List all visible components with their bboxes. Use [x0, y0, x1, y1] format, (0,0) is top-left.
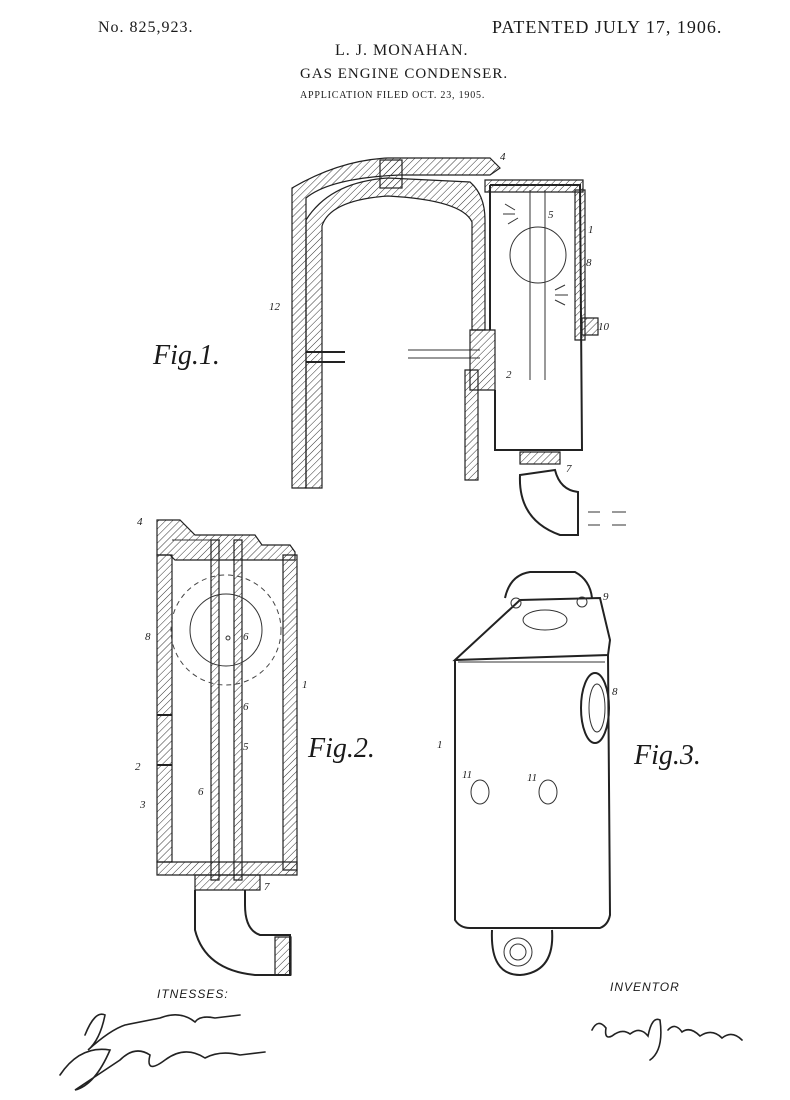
fig3-bolt-hole-right — [576, 596, 588, 608]
fig1-ref-4: 4 — [500, 151, 506, 163]
fig1-flow-arrows — [588, 511, 626, 526]
figure-1-drawing: 4 1 5 8 12 10 2 7 — [269, 151, 626, 536]
fig1-ref-5: 5 — [548, 209, 554, 221]
figure-3-drawing: 9 8 1 11 11 — [437, 571, 618, 977]
fig1-water-tube — [529, 190, 546, 380]
fig1-outlet-elbow — [518, 468, 579, 536]
patented-date: PATENTED JULY 17, 1906. — [492, 17, 723, 37]
figure-2-label: Fig.2. — [308, 733, 375, 764]
application-filed: APPLICATION FILED OCT. 23, 1905. — [300, 90, 486, 101]
fig1-ref-1: 1 — [588, 224, 594, 236]
fig1-port-left — [306, 351, 345, 363]
fig1-port-flange — [469, 329, 496, 391]
fig2-ref-4: 4 — [137, 516, 143, 528]
fig1-spark-plug — [379, 159, 403, 189]
witness-signatures — [59, 1013, 266, 1091]
fig1-spray-lines — [503, 203, 568, 306]
fig2-ref-6-upper: 6 — [243, 631, 249, 643]
fig2-ref-3: 3 — [139, 799, 146, 811]
fig2-ref-7: 7 — [264, 881, 270, 893]
witnesses-label: ITNESSES: — [157, 987, 229, 1001]
fig2-ref-2: 2 — [135, 761, 141, 773]
inventor-label: INVENTOR — [610, 980, 680, 994]
fig2-inlet-port — [157, 714, 172, 766]
fig3-ref-11-left: 11 — [462, 769, 472, 781]
inventor-signature — [591, 1018, 743, 1061]
fig2-housing-right — [282, 554, 298, 871]
fig3-box-top — [452, 596, 612, 662]
fig3-boss-opening — [522, 609, 568, 631]
fig3-box-front — [454, 654, 612, 929]
fig3-outlet-ring — [503, 937, 533, 967]
fig2-outlet-fitting — [194, 874, 261, 891]
fig1-ref-12: 12 — [269, 301, 281, 313]
inventor-name: L. J. MONAHAN. — [335, 42, 469, 59]
patent-number: No. 825,923. — [98, 19, 194, 36]
fig1-condenser-side — [574, 189, 586, 341]
fig2-outlet-elbow — [194, 890, 291, 976]
fig3-ref-1: 1 — [437, 739, 443, 751]
fig2-ref-1: 1 — [302, 679, 308, 691]
fig1-ref-10: 10 — [598, 321, 610, 333]
fig2-housing-left — [156, 554, 173, 863]
fig2-housing-bottom — [156, 861, 298, 876]
fig3-hole-right — [538, 779, 558, 805]
fig3-bottom-outlet — [490, 929, 554, 977]
fig3-ref-11-right: 11 — [527, 772, 537, 784]
fig1-ref-7: 7 — [566, 463, 572, 475]
fig1-port-right — [408, 349, 480, 359]
fig2-spray-circle — [189, 593, 263, 667]
fig2-ref-6-mid: 6 — [243, 701, 249, 713]
fig1-condenser-top — [484, 179, 584, 193]
fig2-tube-left-wall — [210, 539, 220, 881]
fig1-spray-circle — [509, 226, 567, 284]
figure-3-label: Fig.3. — [634, 740, 701, 771]
fig1-outlet-nipple — [519, 451, 561, 465]
fig2-dashed-circle — [170, 574, 282, 686]
fig1-condenser-body — [489, 184, 584, 451]
fig3-side-port-inner — [588, 683, 606, 733]
fig1-ref-8: 8 — [586, 257, 592, 269]
fig1-ref-2: 2 — [506, 369, 512, 381]
fig1-fitting — [581, 317, 599, 336]
fig3-hole-left — [470, 779, 490, 805]
fig2-ref-8: 8 — [145, 631, 151, 643]
fig3-side-port — [580, 672, 610, 744]
fig2-ref-5: 5 — [243, 741, 249, 753]
figure-1-label: Fig.1. — [153, 340, 220, 371]
fig3-outlet-bore — [509, 943, 527, 961]
fig3-bolt-hole-left — [510, 597, 522, 609]
fig2-tube-right-wall — [233, 539, 243, 881]
fig3-ref-8: 8 — [612, 686, 618, 698]
fig2-outlet-thread — [274, 936, 292, 976]
fig1-cylinder-wall — [305, 177, 486, 489]
fig2-spray-hole — [225, 635, 231, 641]
patent-title: GAS ENGINE CONDENSER. — [300, 66, 509, 82]
fig2-ref-6-lower: 6 — [198, 786, 204, 798]
fig3-top-boss — [504, 571, 593, 599]
fig1-outer-jacket — [291, 157, 501, 489]
fig3-ref-9: 9 — [603, 591, 609, 603]
figure-2-drawing: 4 8 6 1 6 5 2 3 6 7 — [135, 516, 308, 976]
